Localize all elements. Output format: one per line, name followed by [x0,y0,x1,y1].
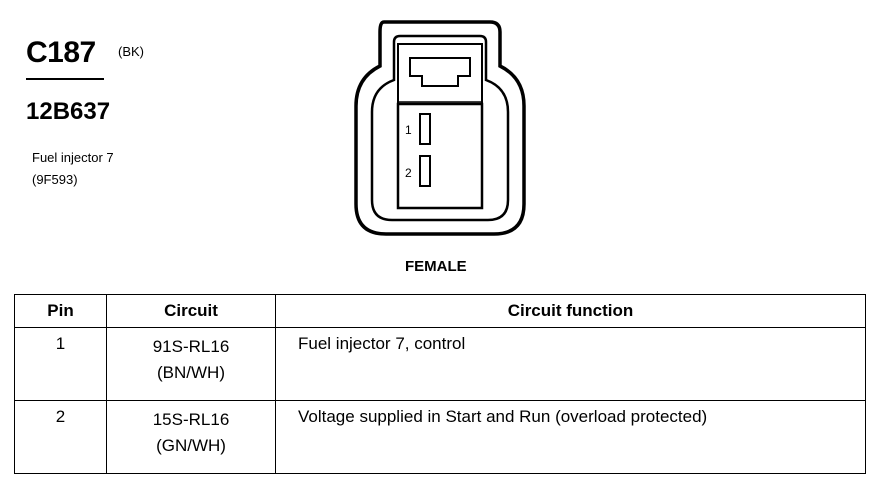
connector-color-code: (BK) [118,44,144,59]
circuit-function-cell: Fuel injector 7, control [275,327,866,401]
table-row: 1 91S-RL16 (BN/WH) Fuel injector 7, cont… [14,327,866,401]
pin-1-terminal [419,113,431,145]
connector-face-diagram: 1 2 [354,20,526,236]
terminal-housing [396,102,484,210]
locking-tab-latch [409,57,471,87]
wire-color: (BN/WH) [157,363,225,382]
component-part-number: (9F593) [32,172,78,187]
table-header-row: Pin Circuit Circuit function [14,294,866,328]
pinout-table: Pin Circuit Circuit function 1 91S-RL16 … [14,294,866,474]
locking-tab [397,43,483,105]
connector-view-label: FEMALE [405,258,467,275]
pin-cell: 1 [14,327,107,401]
table-row: 2 15S-RL16 (GN/WH) Voltage supplied in S… [14,400,866,474]
wire-color: (GN/WH) [156,436,226,455]
pin-1-label: 1 [405,123,412,137]
column-header-pin: Pin [14,294,107,328]
column-header-circuit: Circuit [106,294,276,328]
circuit-cell: 15S-RL16 (GN/WH) [106,400,276,474]
component-name: Fuel injector 7 [32,150,114,165]
connector-id-underline [26,78,104,80]
connector-inner-shell [370,34,510,222]
circuit-function-cell: Voltage supplied in Start and Run (overl… [275,400,866,474]
circuit-cell: 91S-RL16 (BN/WH) [106,327,276,401]
connector-id: C187 [26,36,96,69]
pin-2-label: 2 [405,166,412,180]
connector-outer-shell [354,20,526,236]
connector-part-number: 12B637 [26,98,111,125]
column-header-circuit-function: Circuit function [275,294,866,328]
circuit-number: 15S-RL16 [152,410,230,429]
pin-cell: 2 [14,400,107,474]
circuit-number: 91S-RL16 [152,337,230,356]
pin-2-terminal [419,155,431,187]
